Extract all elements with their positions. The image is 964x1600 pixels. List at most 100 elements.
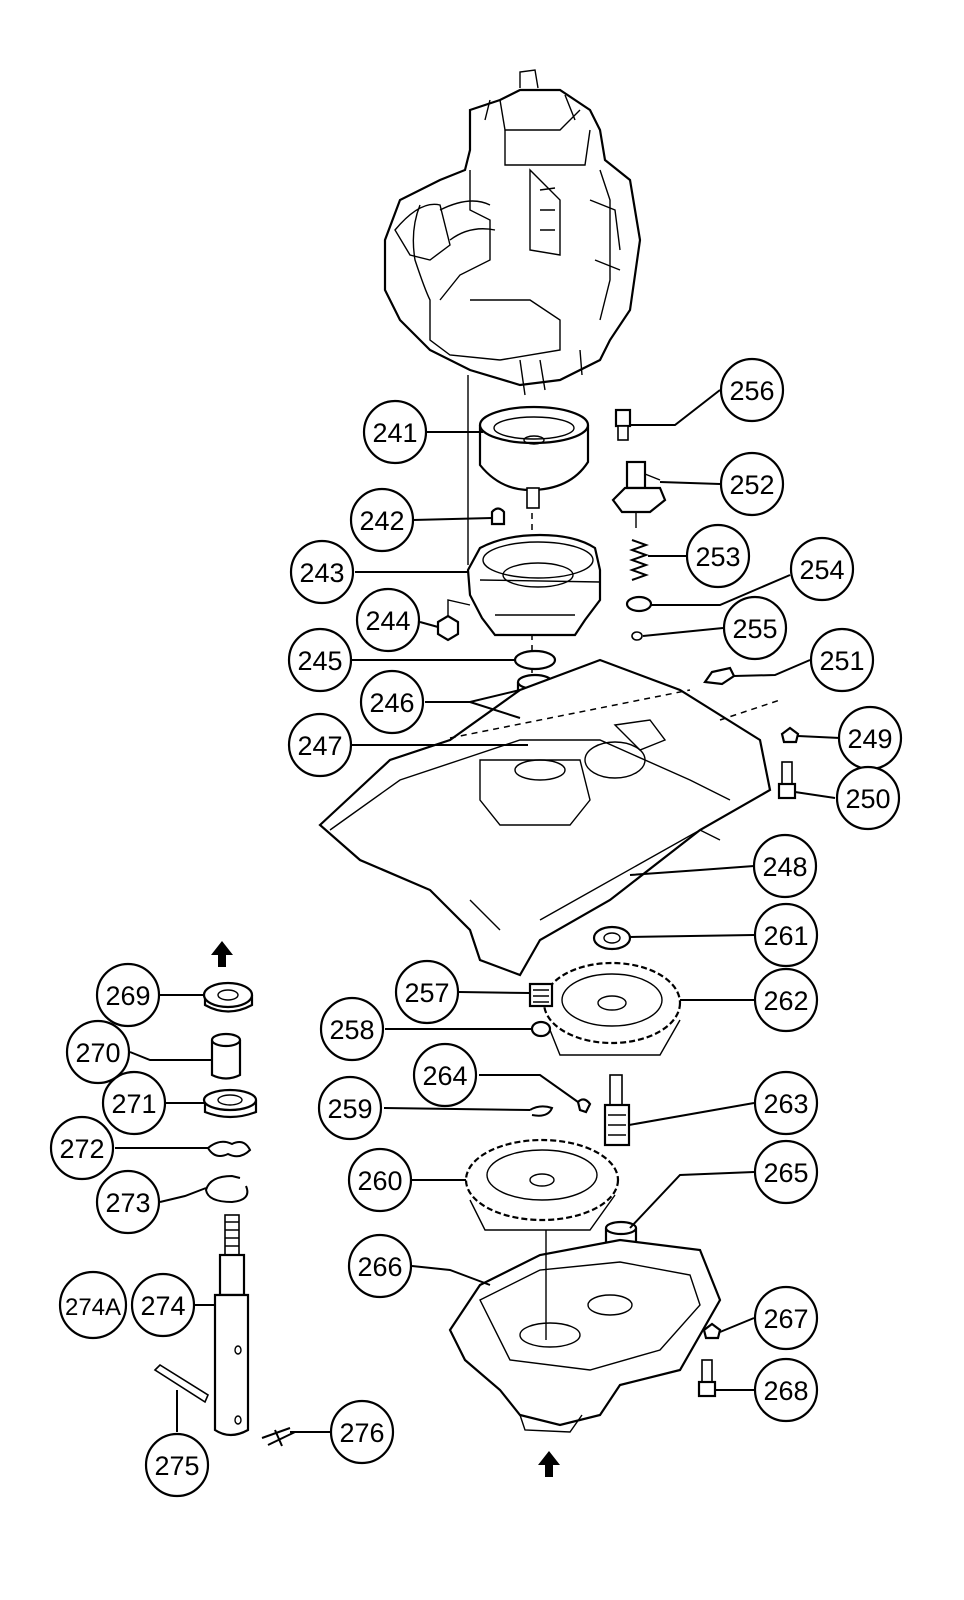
callout-number: 246: [369, 688, 414, 718]
callout-circle: [394, 959, 460, 1025]
engine-block-drawing: [383, 69, 642, 396]
up-arrow-icon: [538, 1451, 560, 1477]
callout-number: 241: [372, 418, 417, 448]
part-274-shaft: [213, 1214, 250, 1437]
part-271-bearing: [202, 1088, 258, 1119]
part-269-bearing: [202, 981, 254, 1013]
callout-249: 249: [837, 705, 903, 771]
callout-262: 262: [753, 967, 819, 1033]
part-258-washer: [530, 1020, 552, 1038]
callout-circle: [719, 451, 785, 517]
callout-246: 246: [359, 669, 425, 735]
callout-268: 268: [753, 1357, 819, 1423]
callout-circle: [753, 1285, 819, 1351]
callout-circle: [49, 1115, 115, 1181]
callout-circle: [58, 1270, 128, 1340]
callout-260: 260: [347, 1147, 413, 1213]
part-253-spring: [629, 539, 649, 581]
part-250-bolt: [777, 761, 797, 800]
callout-circle: [753, 967, 819, 1033]
callout-number: 250: [845, 784, 890, 814]
callout-circle: [329, 1399, 395, 1465]
part-242-key: [490, 507, 506, 526]
callout-number: 257: [404, 978, 449, 1008]
callout-number: 253: [695, 542, 740, 572]
callout-number: 248: [762, 852, 807, 882]
callout-circle: [95, 1169, 161, 1235]
callout-256: 256: [719, 357, 785, 423]
callout-circle: [835, 765, 901, 831]
callout-number: 271: [111, 1089, 156, 1119]
callout-245: 245: [287, 627, 353, 693]
callout-number: 259: [327, 1094, 372, 1124]
part-249-nut: [780, 726, 800, 744]
callout-number: 249: [847, 724, 892, 754]
callout-number: 244: [365, 606, 410, 636]
callout-circle: [809, 627, 875, 693]
callout-number: 251: [819, 646, 864, 676]
callout-251: 251: [809, 627, 875, 693]
callout-circle: [753, 1357, 819, 1423]
callout-circle: [722, 595, 788, 661]
part-262-gear: [542, 961, 682, 1056]
leader-lines: [115, 389, 841, 1433]
callout-number: 263: [763, 1089, 808, 1119]
callout-circle: [719, 357, 785, 423]
callout-number: 269: [105, 981, 150, 1011]
callout-number: 243: [299, 558, 344, 588]
up-arrow-icon: [211, 941, 233, 967]
callout-247: 247: [287, 712, 353, 778]
callout-circle: [289, 539, 355, 605]
callout-267: 267: [753, 1285, 819, 1351]
callout-number: 276: [339, 1418, 384, 1448]
callout-number: 247: [297, 731, 342, 761]
callout-269: 269: [95, 962, 161, 1028]
part-252-bracket: [611, 460, 667, 528]
callout-243: 243: [289, 539, 355, 605]
callout-circle: [287, 627, 353, 693]
callout-252: 252: [719, 451, 785, 517]
part-261-bearing: [592, 925, 632, 951]
callout-number: 262: [763, 986, 808, 1016]
callout-circle: [317, 1075, 383, 1141]
callout-248: 248: [752, 833, 818, 899]
callout-number: 275: [154, 1451, 199, 1481]
callout-number: 261: [763, 921, 808, 951]
callout-number: 268: [763, 1376, 808, 1406]
callout-255: 255: [722, 595, 788, 661]
callout-circle: [753, 1070, 819, 1136]
callout-265: 265: [753, 1139, 819, 1205]
part-244-nut: [436, 599, 471, 642]
callout-266: 266: [347, 1233, 413, 1299]
part-273-snap-ring: [204, 1174, 249, 1204]
callout-273: 273: [95, 1169, 161, 1235]
part-241-drum: [478, 405, 590, 509]
callout-274a: 274A: [58, 1270, 128, 1340]
callout-circle: [319, 996, 385, 1062]
part-268-bolt: [697, 1359, 717, 1398]
callout-244: 244: [355, 587, 421, 653]
callout-number: 258: [329, 1015, 374, 1045]
callout-242: 242: [349, 487, 415, 553]
callout-circle: [362, 399, 428, 465]
callout-circle: [65, 1019, 131, 1085]
callout-number: 255: [732, 614, 777, 644]
part-248-base-plate: [318, 658, 781, 977]
part-260-gear: [464, 1138, 620, 1231]
callout-circle: [359, 669, 425, 735]
part-256-bolt: [614, 408, 632, 441]
callout-circle: [144, 1432, 210, 1498]
callout-253: 253: [685, 523, 751, 589]
part-275-pin: [153, 1363, 210, 1404]
callout-259: 259: [317, 1075, 383, 1141]
callout-276: 276: [329, 1399, 395, 1465]
callout-241: 241: [362, 399, 428, 465]
part-259-clip: [529, 1105, 554, 1117]
callout-number: 274A: [65, 1294, 121, 1321]
callout-274: 274: [130, 1272, 196, 1338]
callout-circle: [753, 902, 819, 968]
callout-circle: [752, 833, 818, 899]
callout-circle: [355, 587, 421, 653]
callout-circle: [347, 1147, 413, 1213]
callout-number: 265: [763, 1158, 808, 1188]
